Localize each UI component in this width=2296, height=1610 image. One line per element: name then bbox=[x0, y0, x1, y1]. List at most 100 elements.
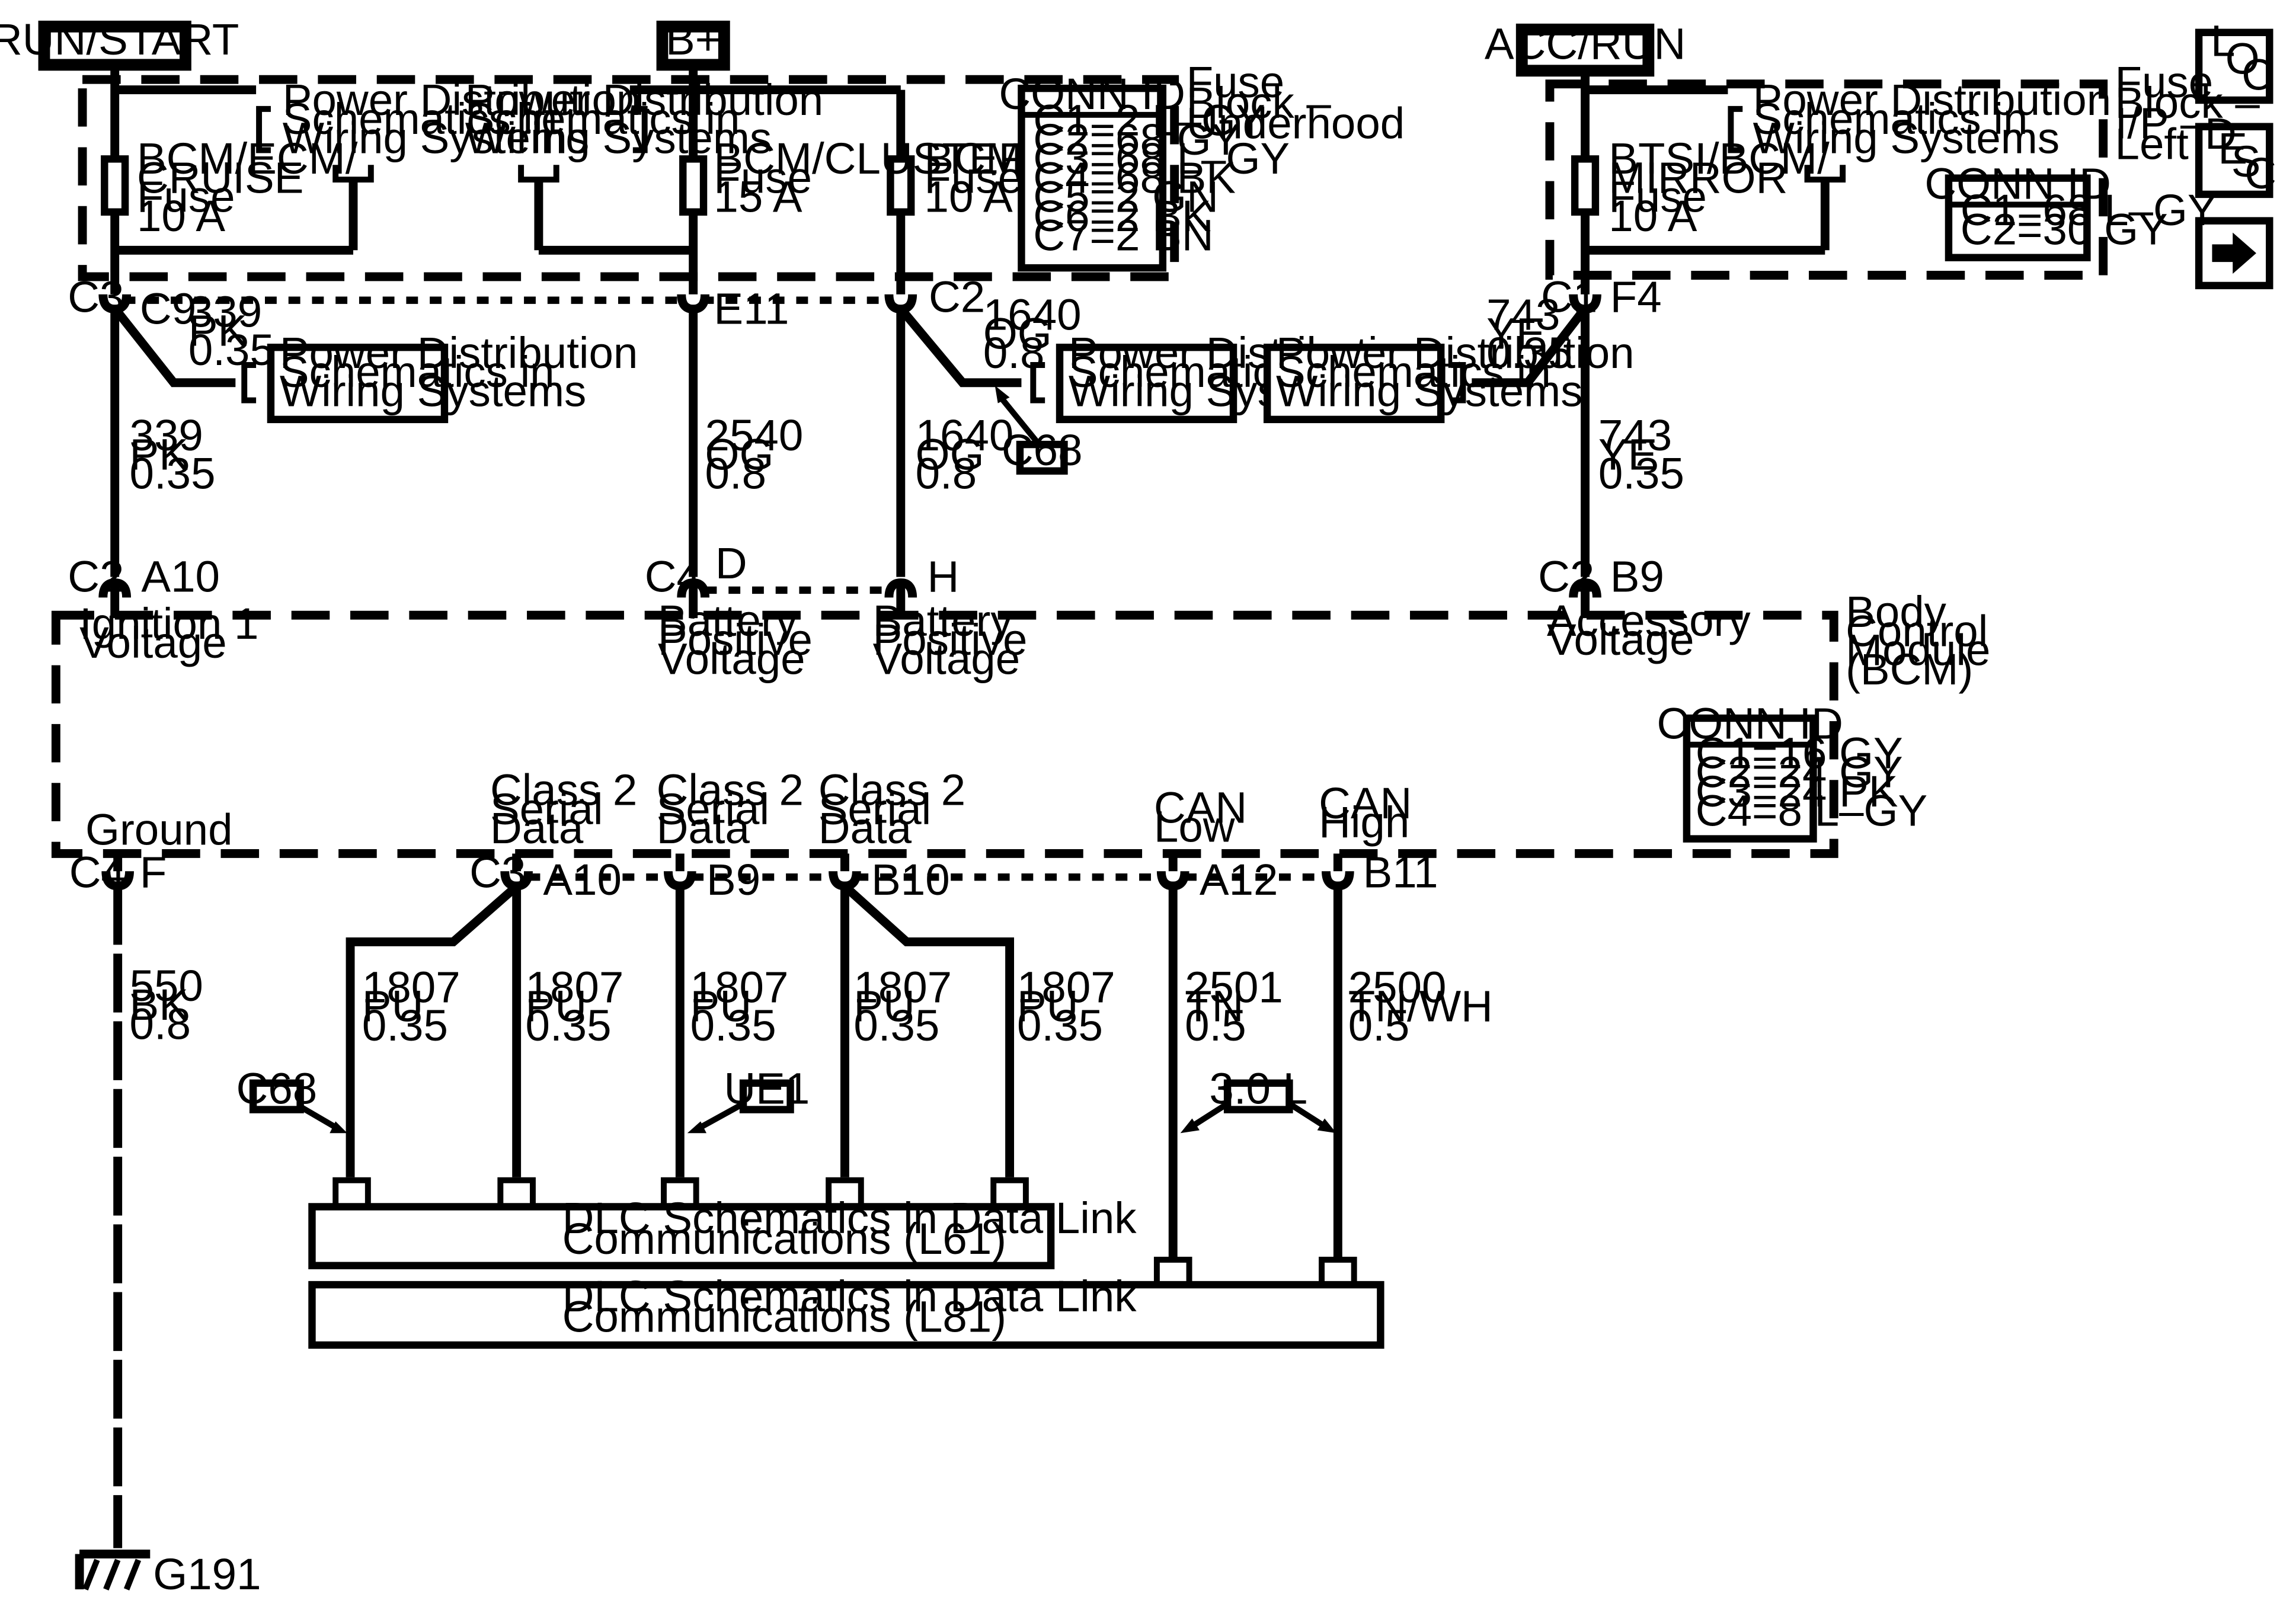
wire-label: 339 bbox=[130, 411, 203, 460]
wire-label: 0.8 bbox=[916, 449, 977, 498]
ip-label-line2: Block – bbox=[2115, 78, 2260, 127]
dlc-l61-box[interactable]: DLC Schematics in Data Link Communicatio… bbox=[308, 1193, 1137, 1269]
wire-label: 0.35 bbox=[1598, 449, 1684, 498]
bcm-pin-desc: Low bbox=[1154, 802, 1235, 852]
conn-id-row: C4=8 L–GY bbox=[1696, 786, 1927, 835]
bcm-pin-desc: Serial bbox=[818, 785, 931, 834]
bcm-pin-desc: Class 2 bbox=[818, 766, 965, 815]
bcm-top-connectors: C2 A10 C4 D H C2 B9 bbox=[68, 539, 1664, 619]
pd-ref1-line3: Wiring Systems bbox=[283, 113, 589, 162]
wire-label: 1807 bbox=[690, 962, 789, 1012]
wire-label: 0.35 bbox=[690, 1001, 776, 1050]
ip-fuse-label-2: MIRROR bbox=[1609, 153, 1787, 202]
acc-run-source: ACC/RUN bbox=[1485, 19, 1686, 77]
wire-label: 1640 bbox=[916, 411, 1014, 460]
upper-wires: 339 PK 0.35 1640 OG 0.8 743 YE 0.35 339 … bbox=[110, 287, 1684, 577]
wire-label: 0.35 bbox=[130, 449, 216, 498]
wire-label: 0.35 bbox=[362, 1001, 448, 1050]
next-page-button[interactable] bbox=[2195, 217, 2273, 290]
bcm-label-line2: Control bbox=[1846, 606, 1988, 655]
wire-label: 2501 bbox=[1185, 962, 1283, 1012]
pd-ref2-line3: Wiring Systems bbox=[465, 113, 772, 162]
dlc-connector-pins bbox=[332, 1177, 1357, 1283]
wire-label: OG bbox=[705, 430, 774, 479]
ip-pd-ref-line2: Schematics in bbox=[1753, 94, 2028, 143]
bcm-label-line3: Module bbox=[1846, 626, 1990, 675]
fuse3-label-2: Fuse bbox=[925, 153, 1023, 202]
pd-box-line: Schematics in bbox=[1276, 347, 1551, 396]
wire-label: 2500 bbox=[1348, 962, 1447, 1012]
c68-option-tag-lower: C68 bbox=[236, 1064, 348, 1134]
conn-id-row: C7=2 BN bbox=[1033, 210, 1213, 260]
pin-b9: B9 bbox=[706, 855, 760, 904]
wire-label: TN/WH bbox=[1348, 982, 1493, 1031]
wire-label: 0.35 bbox=[1017, 1001, 1103, 1050]
ip-pd-ref-line1: Power Distribution bbox=[1753, 75, 2112, 124]
pd-ref1-line1: Power Distribution bbox=[283, 75, 641, 124]
bcm-pin-desc: Class 2 bbox=[490, 766, 637, 815]
bcm-pin-desc: Serial bbox=[490, 785, 603, 834]
bcm-pin-desc: Positive bbox=[873, 615, 1028, 664]
fuse1-label-4: 10 A bbox=[137, 191, 225, 241]
bcm-pin-desc: Voltage bbox=[658, 634, 805, 683]
wire-label: PU bbox=[526, 982, 587, 1031]
ip-conn-id-table: CONN ID C1=68 L–GY C2=30 GY bbox=[1924, 159, 2217, 261]
wire-label: 339 bbox=[188, 287, 262, 336]
fuse-output-connectors: C3 C9 E11 C2 C1 F4 bbox=[68, 273, 1661, 334]
desc-letter-c: C bbox=[2244, 149, 2276, 198]
wire-label: 0.5 bbox=[1185, 1001, 1246, 1050]
loc-button[interactable]: L O C bbox=[2195, 16, 2273, 104]
wire-label: YE bbox=[1598, 430, 1657, 479]
dlc-l81-box[interactable]: DLC Schematics in Data Link Communicatio… bbox=[308, 1272, 1384, 1349]
pin-c9: C9 bbox=[140, 284, 196, 333]
wire-label: 0.35 bbox=[188, 325, 274, 375]
conn-id-row: C1=16 GY bbox=[1696, 728, 1903, 777]
fuse-btsi-bcm-mirror bbox=[1571, 155, 1600, 216]
ip-fuse-label-3: Fuse bbox=[1609, 172, 1707, 222]
pd-ref-box-1[interactable]: Power Distribution Schematics in Wiring … bbox=[241, 328, 638, 424]
ip-label-line4: Left bbox=[2115, 119, 2189, 168]
fuse2-label-3: 15 A bbox=[714, 172, 802, 222]
pin-id: D bbox=[715, 539, 747, 588]
pin-id: H bbox=[928, 552, 960, 601]
wire-label: PU bbox=[362, 982, 424, 1031]
desc-button[interactable]: D E S C bbox=[2195, 109, 2276, 199]
c68-tag-label: C68 bbox=[1002, 425, 1083, 475]
pin-id: A10 bbox=[141, 552, 220, 601]
fuse2-label-2: Fuse bbox=[714, 153, 812, 202]
loc-letter-c: C bbox=[2241, 50, 2273, 100]
bcm-pin-desc: Data bbox=[490, 804, 584, 853]
fuse-bcm-ecm-cruise bbox=[101, 155, 129, 216]
conn-id-row: C6=2 BK bbox=[1033, 191, 1211, 241]
desc-letter-e: E bbox=[2218, 124, 2247, 173]
wire-label: PK bbox=[130, 430, 188, 479]
bcm-pin-desc: Positive bbox=[658, 615, 813, 664]
lower-wires: 550 BK 0.8 1807 PU 0.35 1807 PU 0.35 180… bbox=[113, 885, 1493, 1548]
wire-label: 550 bbox=[130, 961, 203, 1010]
bcm-pin-desc: High bbox=[1319, 798, 1409, 847]
ip-label-line1: Fuse bbox=[2115, 57, 2214, 107]
wire-label: 1807 bbox=[1017, 962, 1115, 1012]
fuse1-label-3: Fuse bbox=[137, 172, 235, 222]
bcm-pin-desc: Serial bbox=[657, 785, 769, 834]
wire-label: 0.5 bbox=[1348, 1001, 1410, 1050]
conn-id-title: CONN ID bbox=[1924, 159, 2111, 208]
pd-ref2-line1: Power Distribution bbox=[465, 75, 824, 124]
pin-conn: C2 bbox=[1538, 552, 1594, 601]
ue1-option-tag: UE1 bbox=[687, 1064, 810, 1134]
bcm-pin-desc: Data bbox=[818, 804, 912, 853]
pd-ref-box-3[interactable]: Power Distribution Schematics in Wiring … bbox=[1263, 328, 1635, 424]
fuse2-label-1: BCM/CLUSTER bbox=[714, 134, 1030, 183]
wire-label: PU bbox=[853, 982, 915, 1031]
pd-box-line: Wiring Systems bbox=[1276, 367, 1582, 416]
ip-fuse-block: Fuse Block – I/P – Left BTSI/BCM/ MIRROR… bbox=[1545, 57, 2260, 295]
l30-option-tag: 3.0 L bbox=[1180, 1064, 1336, 1134]
conn-id-row: C3=24 PK bbox=[1696, 767, 1898, 816]
ip-pd-ref-line3: Wiring Systems bbox=[1753, 113, 2060, 162]
pin-a12: A12 bbox=[1200, 855, 1278, 904]
pin-id: B9 bbox=[1610, 552, 1664, 601]
wire-label: BK bbox=[130, 980, 188, 1029]
bcm-pin-desc: Voltage bbox=[873, 634, 1021, 683]
bcm-pin-desc: Battery bbox=[658, 596, 798, 645]
dlc-box-line: DLC Schematics in Data Link bbox=[562, 1193, 1137, 1243]
